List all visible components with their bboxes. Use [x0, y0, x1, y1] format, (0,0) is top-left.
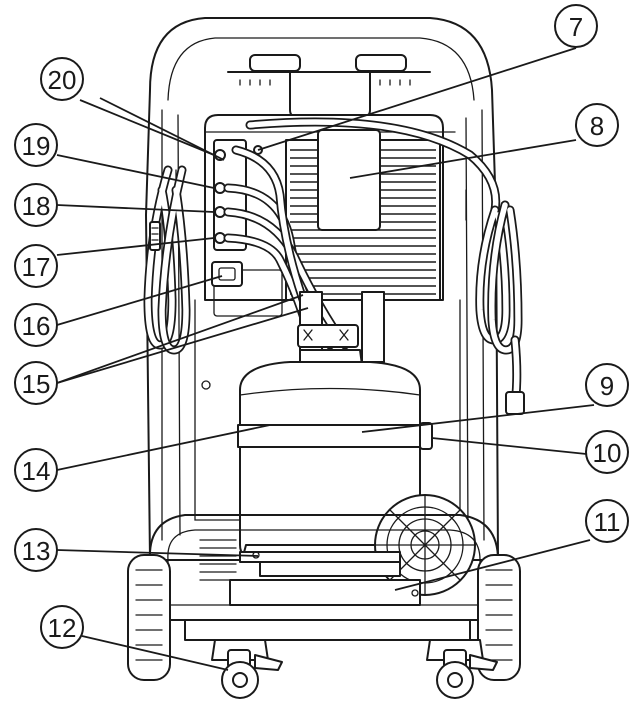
callout-10: 10 [585, 430, 629, 474]
callout-14: 14 [14, 448, 58, 492]
callout-10-label: 10 [593, 438, 622, 468]
callout-13-label: 13 [22, 536, 51, 566]
callout-12: 12 [40, 605, 84, 649]
left-hose-coil [143, 165, 191, 355]
callout-12-label: 12 [48, 613, 77, 643]
top-handle [227, 54, 431, 119]
right-rear-wheel [477, 554, 521, 681]
callout-15-label: 15 [22, 369, 51, 399]
callout-19-label: 19 [22, 131, 51, 161]
identification-label [317, 129, 381, 231]
service-hoses [223, 117, 501, 350]
callout-18: 18 [14, 183, 58, 227]
callout-17: 17 [14, 244, 58, 288]
leader-lines [56, 47, 597, 671]
callout-9-label: 9 [600, 371, 614, 401]
hose-connection-block [213, 139, 263, 251]
callout-19: 19 [14, 123, 58, 167]
left-rear-wheel [127, 554, 171, 681]
right-caster-with-brake [426, 639, 498, 699]
callout-7-label: 7 [569, 12, 583, 42]
callout-8-label: 8 [590, 111, 604, 141]
callout-20-label: 20 [48, 65, 77, 95]
callout-7: 7 [554, 4, 598, 48]
callout-14-label: 14 [22, 456, 51, 486]
callout-11-label: 11 [594, 507, 621, 537]
callout-9: 9 [585, 363, 629, 407]
callout-8: 8 [575, 103, 619, 147]
callout-20: 20 [40, 57, 84, 101]
callout-13: 13 [14, 528, 58, 572]
left-caster-with-brake [211, 639, 283, 699]
power-socket [211, 261, 243, 287]
callout-15: 15 [14, 361, 58, 405]
right-hose-coil [475, 200, 525, 415]
callout-16: 16 [14, 303, 58, 347]
callout-17-label: 17 [22, 252, 51, 282]
callout-18-label: 18 [22, 191, 51, 221]
callout-11: 11 [585, 499, 629, 543]
callout-16-label: 16 [22, 311, 51, 341]
